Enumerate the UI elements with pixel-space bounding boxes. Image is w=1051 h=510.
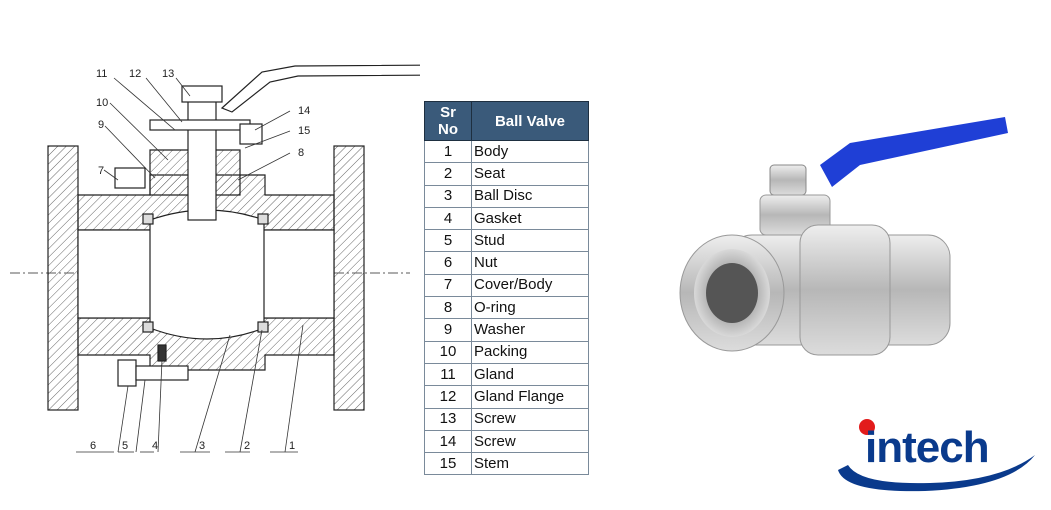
ball-disc [149, 209, 265, 340]
row-sr-no: 2 [424, 162, 472, 186]
screw-14 [239, 123, 263, 145]
row-sr-no: 6 [424, 251, 472, 275]
header-sr-no: Sr No [424, 101, 472, 141]
callout-14: 14 [298, 105, 310, 117]
row-sr-no: 3 [424, 184, 472, 208]
row-part-name: Screw [471, 407, 589, 431]
row-sr-no: 11 [424, 362, 472, 387]
brand-name: intech [865, 423, 990, 472]
callout-8: 8 [298, 147, 304, 159]
seat-left-bottom [142, 321, 154, 333]
seat-right-bottom [257, 321, 269, 333]
logo-swoosh [838, 455, 1035, 492]
row-sr-no: 15 [424, 452, 472, 476]
callout-3: 3 [199, 440, 205, 452]
handle-lever [220, 64, 420, 113]
row-sr-no: 5 [424, 229, 472, 253]
row-part-name: Seat [471, 162, 589, 186]
seat-left-top [142, 213, 154, 225]
header-ball-valve: Ball Valve [471, 101, 589, 141]
ball-valve-product-photo [679, 117, 1008, 356]
right-flange [333, 145, 365, 411]
callout-9: 9 [98, 119, 104, 131]
side-bolt [114, 167, 146, 189]
row-part-name: Cover/Body [471, 273, 589, 298]
callout-4: 4 [152, 440, 158, 452]
stem [187, 99, 217, 221]
intech-logo [838, 419, 1035, 492]
row-sr-no: 13 [424, 407, 472, 431]
row-part-name: Gland Flange [471, 385, 589, 409]
body-lower [77, 317, 335, 371]
row-part-name: Screw [471, 429, 589, 454]
callout-12: 12 [129, 68, 141, 80]
stem-nut [769, 164, 807, 196]
row-part-name: Gland [471, 362, 589, 387]
callout-6: 6 [90, 440, 96, 452]
callout-10: 10 [96, 97, 108, 109]
callout-5: 5 [122, 440, 128, 452]
ball-valve-cross-section-drawing: 11 12 13 10 9 7 14 15 8 6 5 4 3 2 1 [10, 64, 420, 453]
logo-dot [859, 419, 875, 435]
row-sr-no: 10 [424, 340, 472, 364]
row-sr-no: 4 [424, 206, 472, 231]
callout-2: 2 [244, 440, 250, 452]
row-part-name: Packing [471, 340, 589, 364]
row-part-name: Body [471, 139, 589, 164]
callout-11: 11 [96, 68, 107, 80]
row-sr-no: 8 [424, 296, 472, 320]
row-sr-no: 9 [424, 318, 472, 342]
bottom-gasket [157, 344, 167, 362]
row-sr-no: 12 [424, 385, 472, 409]
bottom-nut [117, 359, 137, 387]
row-part-name: Ball Disc [471, 184, 589, 208]
row-sr-no: 1 [424, 139, 472, 164]
left-flange [47, 145, 79, 411]
callout-1: 1 [289, 440, 295, 452]
callout-7: 7 [98, 165, 104, 177]
row-part-name: Gasket [471, 206, 589, 231]
row-part-name: Stem [471, 452, 589, 476]
row-part-name: Stud [471, 229, 589, 253]
row-sr-no: 7 [424, 273, 472, 298]
callout-15: 15 [298, 125, 310, 137]
handle-grip [820, 117, 1008, 187]
row-sr-no: 14 [424, 429, 472, 454]
seat-right-top [257, 213, 269, 225]
callout-13: 13 [162, 68, 174, 80]
row-part-name: Washer [471, 318, 589, 342]
row-part-name: O-ring [471, 296, 589, 320]
row-part-name: Nut [471, 251, 589, 275]
table-header-row: Sr No Ball Valve [424, 101, 589, 141]
